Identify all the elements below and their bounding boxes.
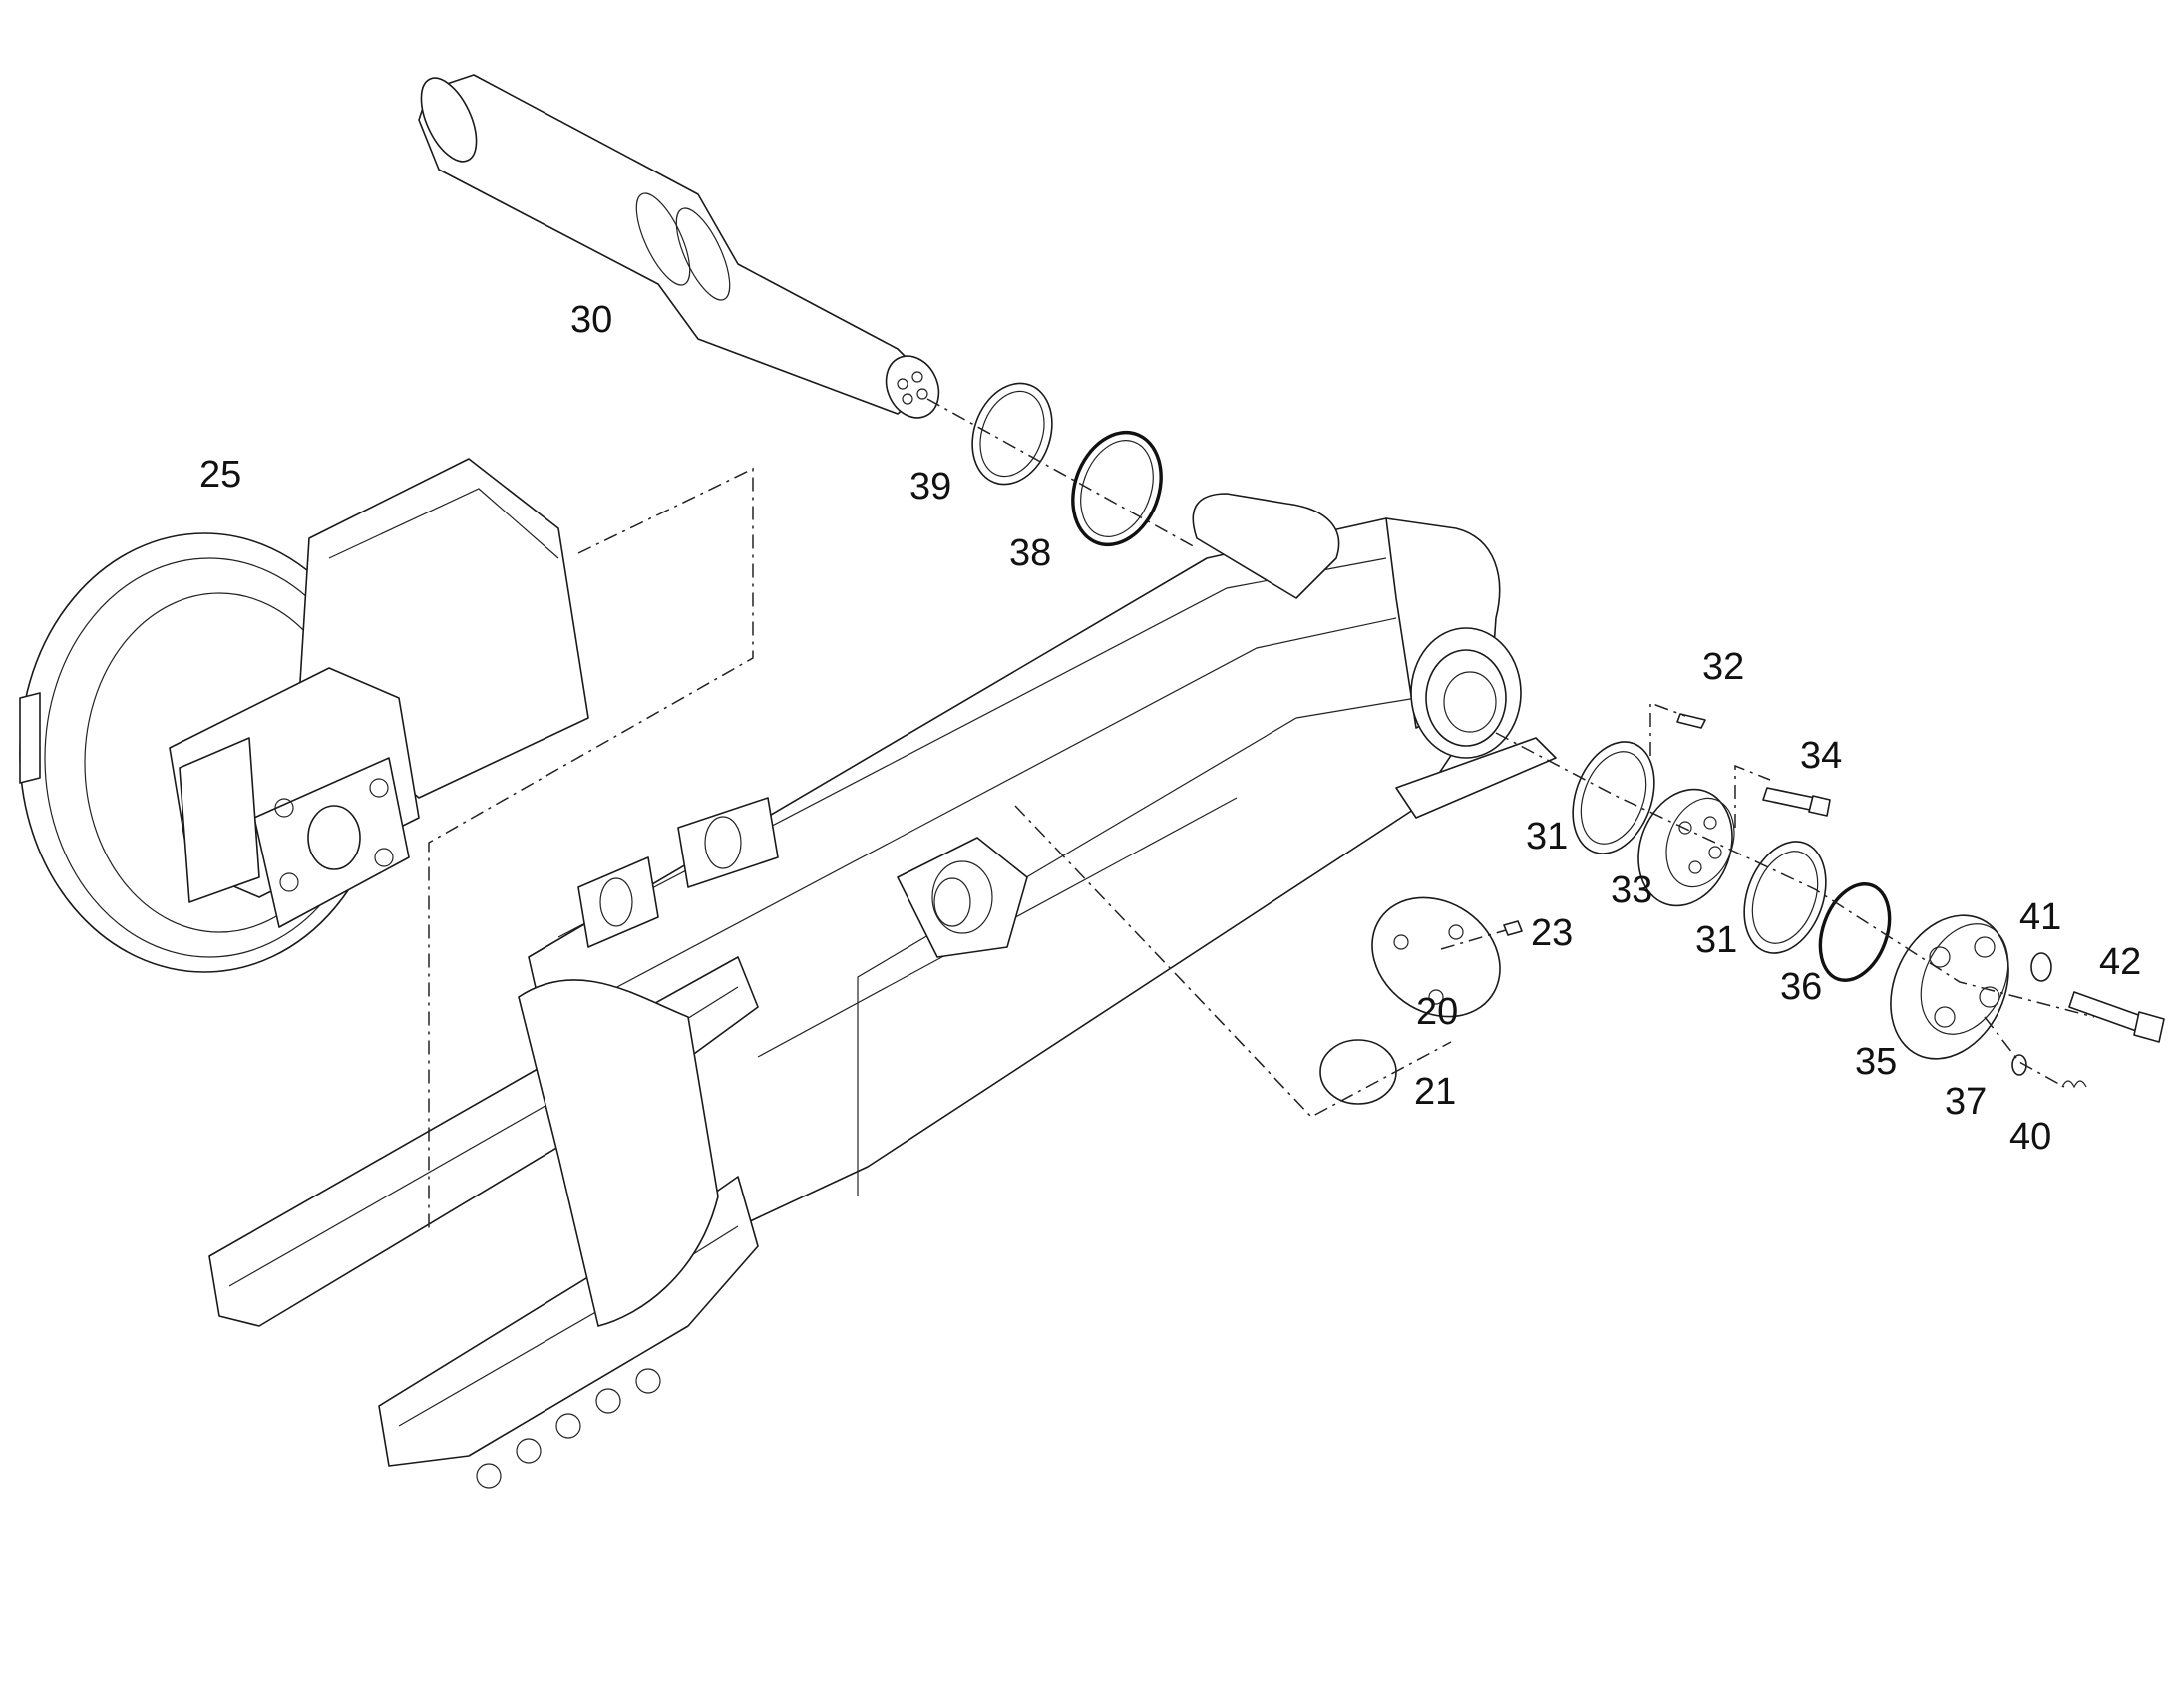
idler-wheel-assembly xyxy=(19,458,589,973)
end-cap-35 xyxy=(1890,914,2009,1060)
axle-shaft xyxy=(418,74,940,419)
callout-39: 39 xyxy=(909,466,951,508)
pin-32 xyxy=(1676,713,1706,729)
callout-38: 38 xyxy=(1009,532,1051,574)
top-bracket-2 xyxy=(677,797,779,888)
callout-31b: 31 xyxy=(1695,919,1737,961)
callout-31a: 31 xyxy=(1526,816,1568,857)
callout-30: 30 xyxy=(570,299,612,341)
top-bracket-1 xyxy=(577,856,659,948)
callout-42: 42 xyxy=(2099,941,2141,983)
assembly-lines xyxy=(428,398,2095,1231)
bolt-42 xyxy=(2068,991,2165,1043)
callout-33: 33 xyxy=(1611,869,1652,911)
o-ring-21 xyxy=(1319,1039,1397,1105)
callout-labels: 20 21 23 25 30 31 31 32 33 34 35 36 37 3… xyxy=(199,299,2141,1158)
washer-37 xyxy=(2011,1054,2027,1076)
ring-38 xyxy=(1071,430,1163,547)
screw-23 xyxy=(1503,920,1523,936)
o-ring-36 xyxy=(1818,882,1892,982)
flange-33 xyxy=(1637,788,1735,907)
callout-35: 35 xyxy=(1855,1041,1897,1083)
callout-21: 21 xyxy=(1414,1071,1456,1113)
cover-plate-20 xyxy=(1371,896,1501,1018)
bolt-34 xyxy=(1762,787,1831,817)
washer-41 xyxy=(2030,952,2052,982)
callout-25: 25 xyxy=(199,454,241,496)
callout-20: 20 xyxy=(1416,991,1458,1033)
callout-37: 37 xyxy=(1945,1081,1987,1123)
callout-36: 36 xyxy=(1780,966,1822,1008)
spring-clip-40 xyxy=(2061,1080,2087,1089)
callout-34: 34 xyxy=(1800,735,1842,777)
callout-23: 23 xyxy=(1531,912,1573,954)
ring-39 xyxy=(971,382,1053,486)
track-frame xyxy=(208,493,1557,1489)
ring-31a xyxy=(1572,741,1655,854)
callout-41: 41 xyxy=(2019,896,2061,938)
callout-40: 40 xyxy=(2009,1116,2051,1158)
callout-32: 32 xyxy=(1702,646,1744,688)
ring-31b xyxy=(1743,841,1827,954)
